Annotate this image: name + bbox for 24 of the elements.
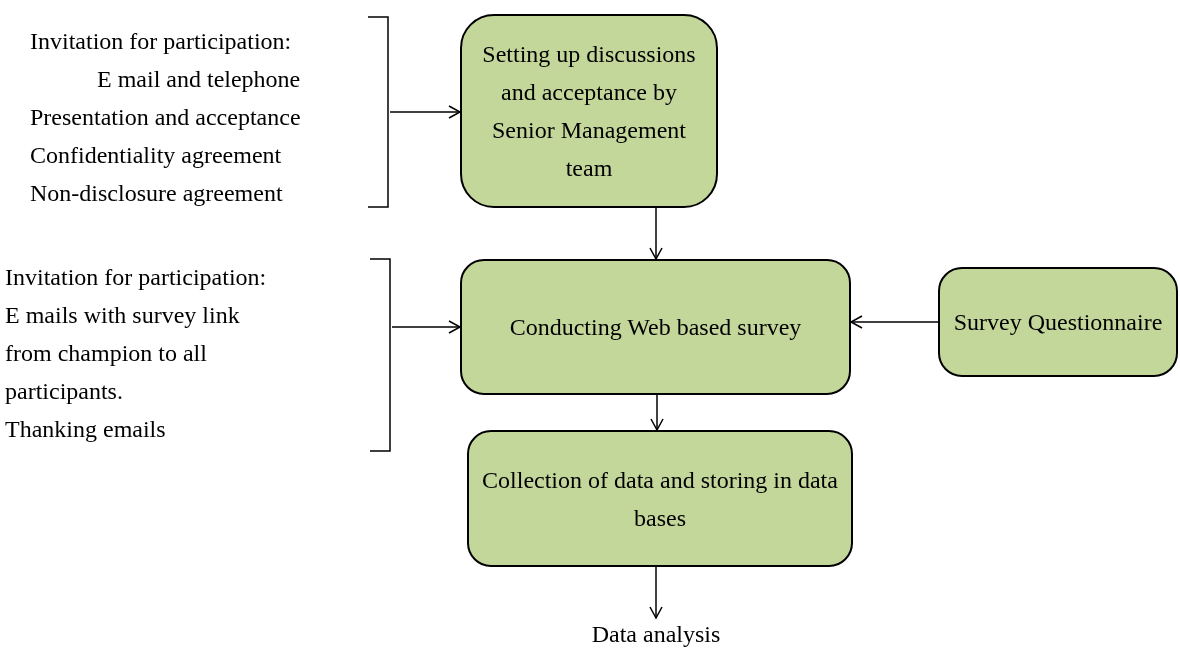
process-label: Setting up discussions and acceptance by Senior Management team: [481, 40, 697, 183]
arrow: [649, 207, 663, 260]
process-box: [938, 267, 1178, 377]
list-item: Invitation for participation:: [5, 263, 268, 292]
process-label: Conducting Web based survey: [509, 313, 802, 342]
arrow: [850, 315, 939, 329]
list-item: Confidentiality agreement: [29, 141, 283, 170]
list-item: E mail and telephone: [96, 65, 302, 94]
list-item: Thanking emails: [5, 415, 167, 444]
process-label: Survey Questionnaire: [953, 308, 1163, 337]
arrow: [650, 394, 664, 431]
arrow: [389, 105, 461, 119]
arrow: [391, 320, 461, 334]
list-item: E mails with survey link from champion to all participants.: [5, 301, 241, 406]
arrow: [649, 566, 663, 619]
process-box: [460, 14, 718, 208]
output-text: Data analysis: [556, 618, 756, 650]
list-item: Invitation for participation:: [29, 27, 293, 56]
process-box: [467, 430, 853, 567]
process-box: [460, 259, 851, 395]
process-label: Collection of data and storing in data bases: [481, 465, 839, 533]
list-item: Non-disclosure agreement: [29, 179, 284, 208]
bracketed-list: [5, 258, 392, 452]
list-item: Presentation and acceptance: [29, 103, 302, 132]
